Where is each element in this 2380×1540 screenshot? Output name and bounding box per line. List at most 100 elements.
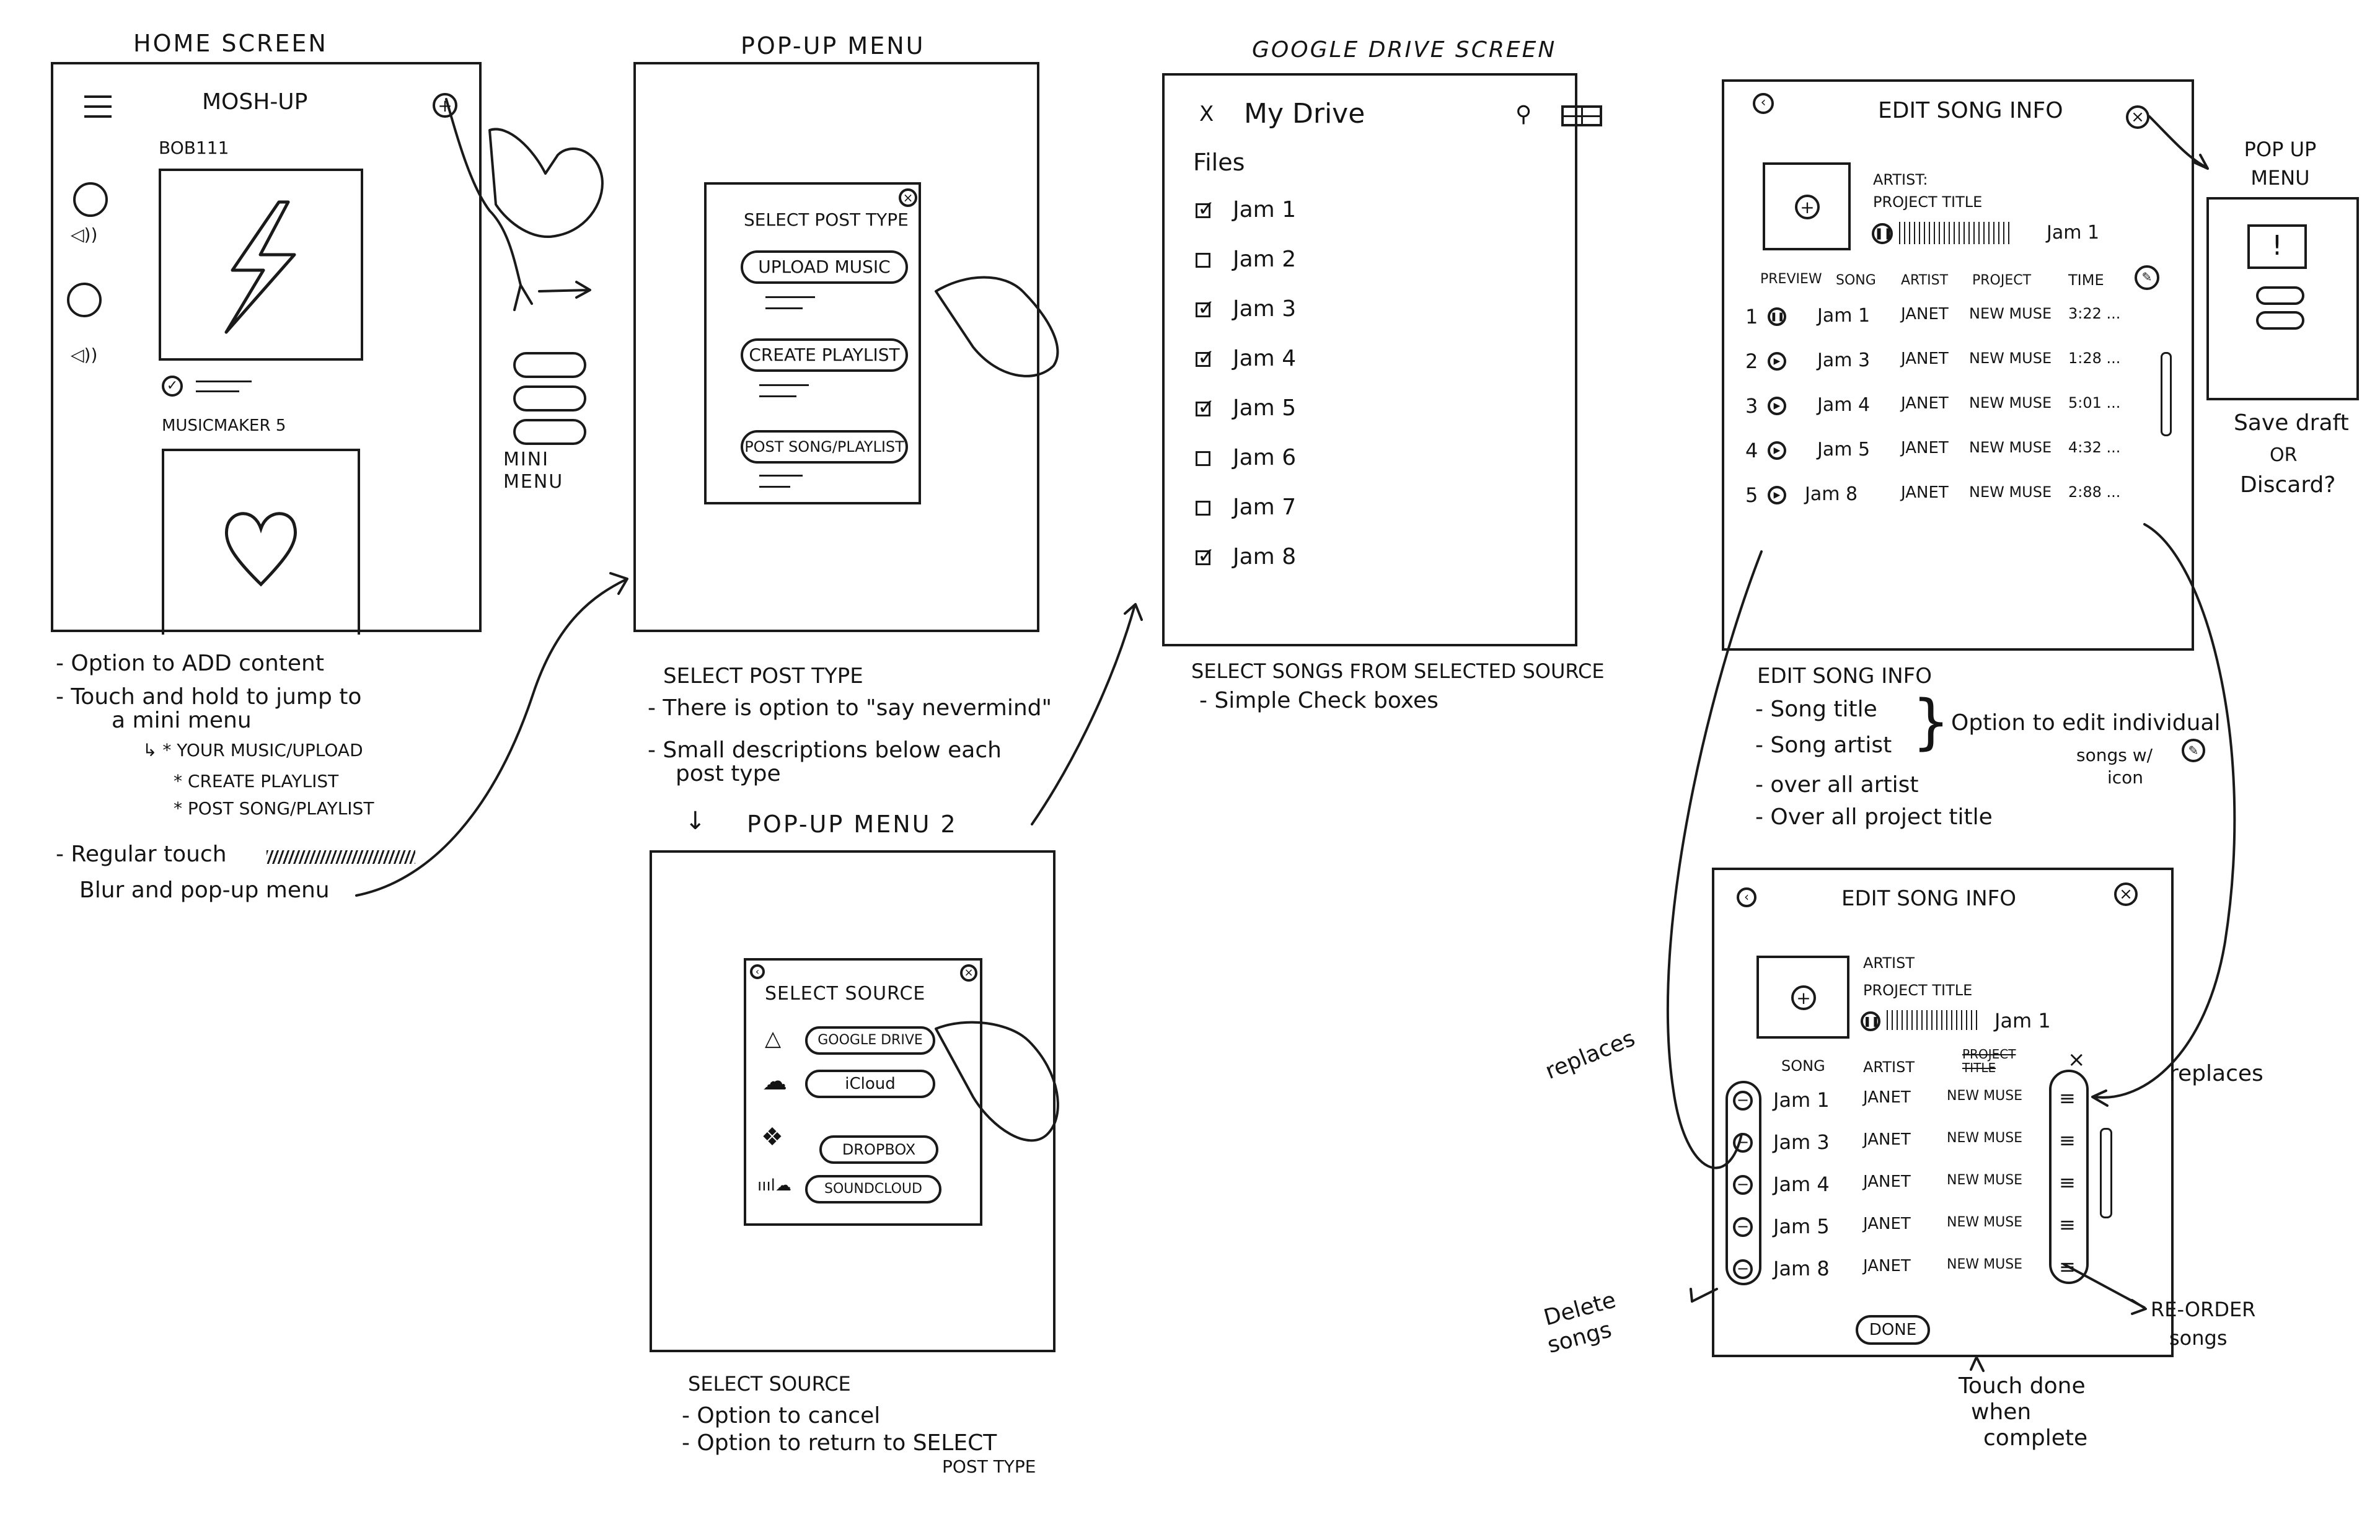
file-name: Jam 7 <box>1233 495 1297 520</box>
file-checkbox[interactable] <box>1196 345 1215 370</box>
dropbox-button[interactable]: DROPBOX <box>819 1135 938 1164</box>
song-time: 4:32 ... <box>2068 439 2121 456</box>
project-title-label: PROJECT TITLE <box>1873 193 1983 211</box>
scrollbar[interactable] <box>2100 1128 2112 1218</box>
play-preview-icon[interactable]: ▶ <box>1768 352 1786 371</box>
file-name: Jam 8 <box>1233 544 1297 570</box>
create-playlist-button[interactable]: CREATE PLAYLIST <box>741 338 908 372</box>
play-preview-icon[interactable]: ▶ <box>1768 397 1786 415</box>
artist-label: ARTIST <box>1863 954 1915 972</box>
song-name: Jam 1 <box>1773 1088 1830 1112</box>
song-time: 3:22 ... <box>2068 305 2121 322</box>
popup-button[interactable] <box>2256 286 2304 305</box>
drag-handle-icon[interactable]: ≡ <box>2059 1086 2076 1110</box>
google-drive-button[interactable]: GOOGLE DRIVE <box>805 1026 935 1055</box>
close-icon[interactable]: X <box>1199 102 1214 126</box>
home-screen-frame: MOSH-UP + BOB111 ◁)) ◁)) ✓ MUSICMAKER 5 <box>51 62 482 635</box>
back-icon[interactable]: ‹ <box>1753 93 1774 114</box>
caption-line <box>196 381 252 382</box>
back-icon[interactable]: ‹ <box>1737 887 1756 907</box>
delete-song-icon[interactable]: − <box>1733 1259 1753 1279</box>
post-image-heart[interactable] <box>162 449 360 635</box>
like-icon[interactable]: ✓ <box>162 376 183 397</box>
popup-menu-label: POP UP MENU <box>2244 138 2317 190</box>
volume-icon[interactable]: ◁)) <box>71 345 98 365</box>
popup-menu-title: POP-UP MENU <box>741 32 925 59</box>
drag-handle-icon[interactable]: ≡ <box>2059 1171 2076 1194</box>
drag-handle-icon[interactable]: ≡ <box>2059 1129 2076 1152</box>
album-art-placeholder[interactable]: + <box>1763 162 1851 250</box>
song-name: Jam 5 <box>1773 1215 1830 1238</box>
down-arrow-icon: ↓ <box>685 807 706 835</box>
song-name: Jam 1 <box>1817 305 1871 327</box>
upload-music-button[interactable]: UPLOAD MUSIC <box>741 250 908 284</box>
post-image-lightning[interactable] <box>159 169 363 361</box>
close-icon[interactable]: × <box>2126 105 2149 129</box>
file-checkbox[interactable] <box>1196 451 1210 466</box>
file-checkbox[interactable] <box>1196 501 1210 516</box>
caption-line <box>196 390 239 392</box>
avatar-icon[interactable] <box>67 283 102 317</box>
waveform <box>1887 1010 1980 1030</box>
dropbox-icon: ❖ <box>761 1123 783 1151</box>
icloud-button[interactable]: iCloud <box>805 1070 935 1098</box>
annotation-reorder: songs <box>2169 1326 2228 1350</box>
volume-icon[interactable]: ◁)) <box>71 224 98 245</box>
hamburger-menu-icon[interactable] <box>84 94 112 119</box>
post-song-playlist-button[interactable]: POST SONG/PLAYLIST <box>741 430 908 464</box>
now-playing-song: Jam 1 <box>2047 222 2100 244</box>
hand-gesture-icon <box>488 128 604 238</box>
mini-menu-item[interactable] <box>513 352 586 378</box>
artist-name: JANET <box>1901 483 1949 502</box>
delete-song-icon[interactable]: − <box>1733 1091 1753 1111</box>
play-preview-icon[interactable]: ❚❚ <box>1768 307 1786 326</box>
grid-view-icon[interactable] <box>1561 105 1602 126</box>
brace: } <box>1912 687 1950 757</box>
song-time: 5:01 ... <box>2068 394 2121 411</box>
popup2-note: - Option to cancel <box>682 1403 881 1428</box>
artist-name: JANET <box>1901 439 1949 457</box>
close-icon[interactable]: × <box>960 964 977 982</box>
delete-song-icon[interactable]: − <box>1733 1217 1753 1237</box>
close-icon[interactable]: × <box>899 188 917 207</box>
home-note: Blur and pop-up menu <box>79 878 330 903</box>
close-icon[interactable]: × <box>2114 882 2138 906</box>
file-checkbox[interactable] <box>1196 253 1210 268</box>
home-note: - Option to ADD content <box>56 651 324 676</box>
file-name: Jam 1 <box>1233 197 1297 222</box>
popup-note: - Small descriptions below each <box>648 737 1002 763</box>
project-title-label: PROJECT TITLE <box>1863 982 1973 999</box>
close-icon[interactable]: × <box>2068 1047 2086 1072</box>
popup-button[interactable] <box>2256 311 2304 330</box>
mini-menu-item[interactable] <box>513 385 586 411</box>
home-note: - Regular touch <box>56 842 227 867</box>
file-checkbox[interactable] <box>1196 296 1215 320</box>
annotation-replaces: replaces <box>2169 1061 2263 1086</box>
project-name: NEW MUSE <box>1947 1173 2023 1188</box>
back-icon[interactable]: ‹ <box>750 964 765 979</box>
file-checkbox[interactable] <box>1196 395 1215 420</box>
artist-name: JANET <box>1901 305 1949 323</box>
drag-handle-icon[interactable]: ≡ <box>2059 1213 2076 1236</box>
delete-song-icon[interactable]: − <box>1733 1175 1753 1195</box>
edit-pencil-icon[interactable]: ✎ <box>2135 265 2159 290</box>
mini-menu-item[interactable] <box>513 419 586 445</box>
search-icon[interactable]: ⚲ <box>1515 102 1532 127</box>
file-checkbox[interactable] <box>1196 543 1215 568</box>
soundcloud-button[interactable]: SOUNDCLOUD <box>805 1175 941 1203</box>
album-art-placeholder[interactable]: + <box>1756 956 1849 1039</box>
avatar-icon[interactable] <box>73 182 108 217</box>
scrollbar[interactable] <box>2161 352 2172 436</box>
done-button[interactable]: DONE <box>1856 1315 1930 1345</box>
heart-icon <box>224 512 297 587</box>
file-name: Jam 4 <box>1233 346 1297 371</box>
song-name: Jam 4 <box>1773 1173 1830 1196</box>
pause-icon[interactable]: ❚❚ <box>1872 223 1893 244</box>
popup2-screen-frame: ‹ × SELECT SOURCE △ GOOGLE DRIVE ☁ iClou… <box>650 850 1056 1352</box>
pause-icon[interactable]: ❚❚ <box>1861 1011 1880 1031</box>
add-icon: + <box>1791 985 1816 1010</box>
file-checkbox[interactable] <box>1196 196 1215 221</box>
play-preview-icon[interactable]: ▶ <box>1768 486 1786 504</box>
home-note: * CREATE PLAYLIST <box>174 771 339 791</box>
play-preview-icon[interactable]: ▶ <box>1768 441 1786 460</box>
